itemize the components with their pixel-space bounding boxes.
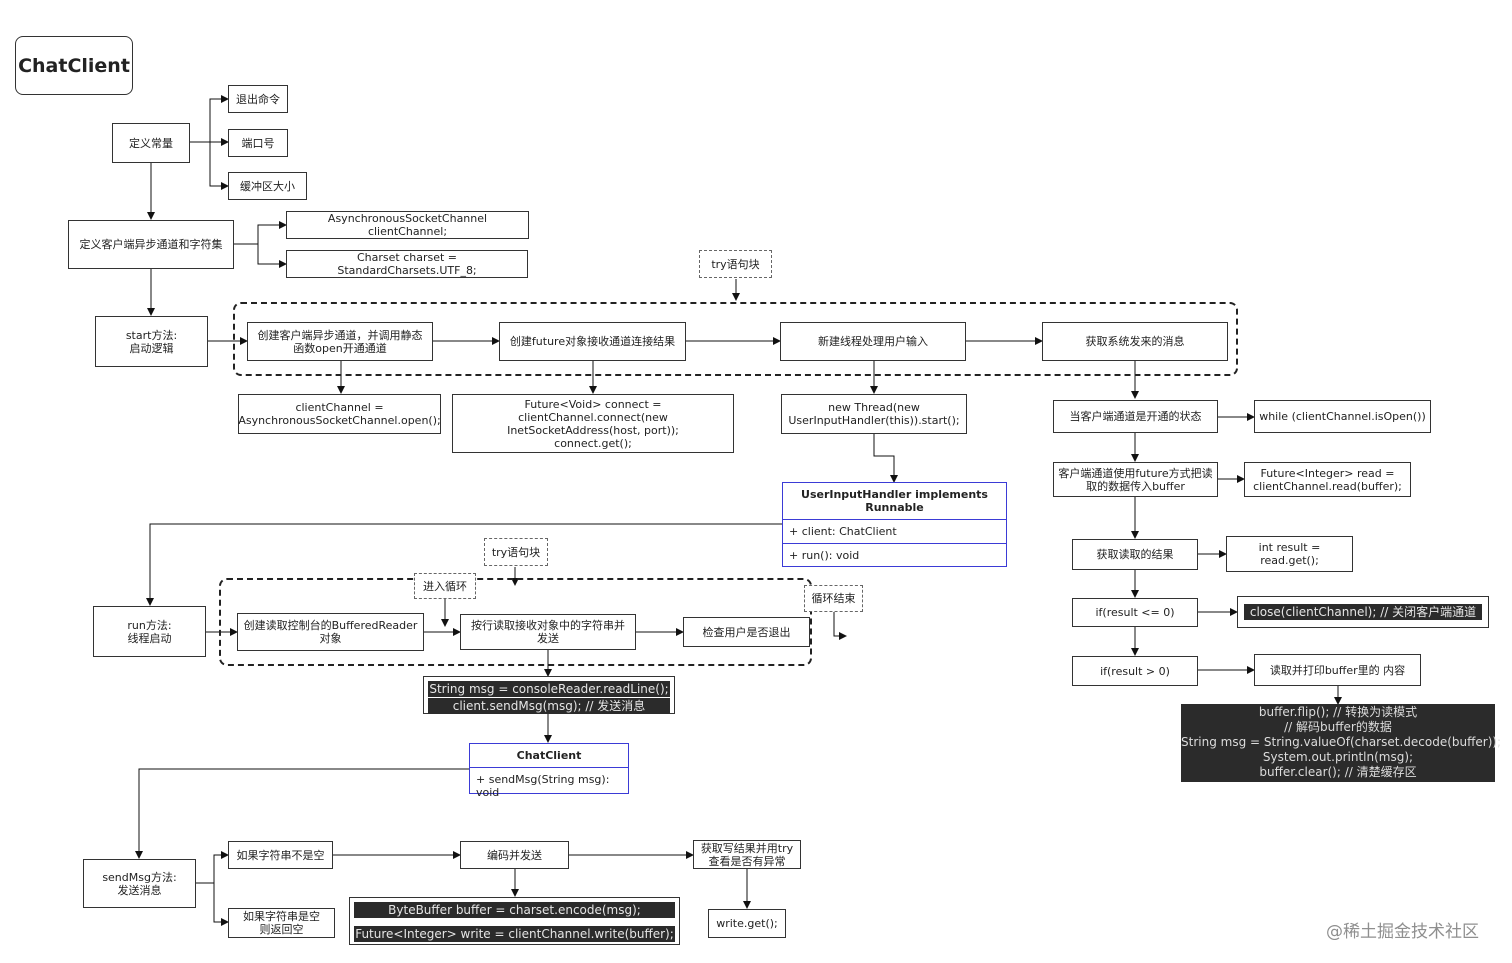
open-code-line2: AsynchronousSocketChannel.open();	[238, 414, 441, 427]
send-code-line2: Future<Integer> write = clientChannel.wr…	[354, 926, 675, 942]
connect-code-line2: InetSocketAddress(host, port));	[507, 423, 679, 437]
open-channel-code: clientChannel = AsynchronousSocketChanne…	[238, 394, 441, 434]
empty-line1: 如果字符串是空	[243, 910, 320, 923]
channel-open-state-node: 当客户端通道是开通的状态	[1053, 400, 1218, 433]
if-result-gt-zero-node: if(result > 0)	[1072, 656, 1198, 686]
uih-method: + run(): void	[783, 543, 1006, 567]
if-result-le-zero-node: if(result <= 0)	[1072, 598, 1198, 627]
channel-def-node: 定义客户端异步通道和字符集	[68, 220, 234, 269]
chatclient-header: ChatClient	[470, 744, 628, 768]
run-try-frame	[219, 578, 812, 666]
decode-line-2: // 解码buffer的数据	[1284, 720, 1392, 734]
write-result-node: 获取写结果并用try 查看是否有异常	[693, 840, 801, 869]
empty-node: 如果字符串是空 则返回空	[228, 908, 335, 938]
loop-end-label: 循环结束	[804, 585, 863, 612]
start-label-line2: 启动逻辑	[129, 341, 174, 355]
chatclient-class: ChatClient + sendMsg(String msg): void	[469, 743, 629, 799]
read-code-line1: Future<Integer> read =	[1260, 466, 1395, 480]
read-code-line2: clientChannel.read(buffer);	[1253, 479, 1402, 493]
page-title: ChatClient	[15, 36, 133, 95]
run-method-node: run方法: 线程启动	[93, 606, 206, 657]
decode-line-4: System.out.println(msg);	[1262, 750, 1414, 764]
sendmsg-method-node: sendMsg方法: 发送消息	[83, 859, 196, 908]
connect-code: Future<Void> connect = clientChannel.con…	[452, 394, 734, 453]
try-block-label: try语句块	[699, 250, 772, 278]
read-send-line1: 按行读取接收对象中的字符串并	[471, 619, 625, 632]
encode-send-node: 编码并发送	[460, 841, 569, 869]
not-empty-node: 如果字符串不是空	[228, 841, 333, 869]
read-to-buffer-node: 客户端通道使用future方式把读 取的数据传入buffer	[1053, 462, 1218, 497]
run-label-line1: run方法:	[127, 618, 172, 632]
create-reader-line2: 对象	[319, 632, 342, 645]
enter-loop-label: 进入循环	[414, 573, 476, 599]
uih-field: + client: ChatClient	[789, 525, 897, 538]
port-node: 端口号	[228, 129, 288, 157]
read-buffer-line2: 取的数据传入buffer	[1086, 479, 1185, 493]
buffer-size-node: 缓冲区大小	[228, 172, 307, 200]
buffer-decode-code: buffer.flip(); // 转换为读模式 // 解码buffer的数据 …	[1181, 704, 1502, 782]
while-open-code: while (clientChannel.isOpen())	[1254, 400, 1431, 433]
user-input-handler-class: UserInputHandler implements Runnable + c…	[782, 482, 1007, 567]
connect-code-line3: connect.get();	[554, 436, 632, 450]
open-channel-node: 创建客户端异步通道，并调用静态 函数open开通通道	[247, 322, 433, 361]
decode-line-1: buffer.flip(); // 转换为读模式	[1258, 705, 1418, 719]
create-reader-line1: 创建读取控制台的BufferedReader	[243, 619, 418, 632]
run-try-label: try语句块	[484, 538, 548, 566]
future-connect-node: 创建future对象接收通道连接结果	[499, 322, 686, 361]
start-label-line1: start方法:	[125, 328, 178, 342]
channel-field-node: AsynchronousSocketChannel clientChannel;	[286, 211, 529, 239]
get-message-node: 获取系统发来的消息	[1042, 322, 1228, 361]
get-result-node: 获取读取的结果	[1072, 539, 1198, 570]
write-result-line2: 查看是否有异常	[708, 854, 786, 868]
check-exit-node: 检查用户是否退出	[683, 617, 810, 647]
define-constants-node: 定义常量	[112, 123, 190, 163]
connect-code-line1: Future<Void> connect = clientChannel.con…	[518, 397, 668, 424]
try-block-frame	[233, 302, 1238, 376]
run-code-frame: String msg = consoleReader.readLine(); c…	[423, 676, 675, 714]
read-buffer-line1: 客户端通道使用future方式把读	[1058, 466, 1213, 480]
open-channel-line1: 创建客户端异步通道，并调用静态	[257, 328, 423, 342]
empty-line2: 则返回空	[259, 923, 304, 936]
read-future-code: Future<Integer> read = clientChannel.rea…	[1244, 462, 1411, 497]
run-label-line2: 线程启动	[127, 631, 172, 645]
send-code-line1: ByteBuffer buffer = charset.encode(msg);	[354, 902, 675, 918]
sendmsg-label-line2: 发送消息	[117, 883, 162, 897]
exit-command-node: 退出命令	[228, 85, 288, 113]
run-code-line1: String msg = consoleReader.readLine();	[428, 681, 670, 697]
sendmsg-label-line1: sendMsg方法:	[102, 870, 177, 884]
run-code-line2: client.sendMsg(msg); // 发送消息	[428, 698, 670, 714]
watermark: @稀土掘金技术社区	[1326, 922, 1479, 942]
read-send-line2: 发送	[537, 632, 559, 645]
read-and-send-node: 按行读取接收对象中的字符串并 发送	[460, 614, 636, 650]
send-code-frame: ByteBuffer buffer = charset.encode(msg);…	[349, 897, 680, 945]
get-result-code: int result = read.get();	[1226, 536, 1353, 572]
decode-line-3: String msg = String.valueOf(charset.deco…	[1181, 735, 1502, 749]
thread-code-line2: UserInputHandler(this)).start();	[788, 414, 960, 427]
close-channel-code-frame: close(clientChannel); // 关闭客户端通道	[1237, 596, 1489, 628]
open-channel-line2: 函数open开通通道	[293, 341, 387, 355]
uih-header: UserInputHandler implements Runnable	[783, 483, 1006, 520]
chatclient-method: + sendMsg(String msg): void	[476, 773, 610, 799]
create-reader-node: 创建读取控制台的BufferedReader 对象	[237, 613, 424, 651]
write-result-line1: 获取写结果并用try	[700, 841, 794, 855]
decode-line-5: buffer.clear(); // 清楚缓存区	[1259, 765, 1417, 779]
thread-code: new Thread(new UserInputHandler(this)).s…	[781, 394, 967, 434]
start-method-node: start方法: 启动逻辑	[95, 316, 208, 367]
close-channel-code: close(clientChannel); // 关闭客户端通道	[1244, 604, 1482, 620]
charset-field-node: Charset charset = StandardCharsets.UTF_8…	[286, 250, 528, 278]
print-buffer-node: 读取并打印buffer里的 内容	[1254, 654, 1421, 686]
write-get-code: write.get();	[708, 909, 786, 938]
new-thread-node: 新建线程处理用户输入	[780, 322, 966, 361]
thread-code-line1: new Thread(new	[828, 401, 920, 414]
open-code-line1: clientChannel =	[295, 401, 384, 414]
